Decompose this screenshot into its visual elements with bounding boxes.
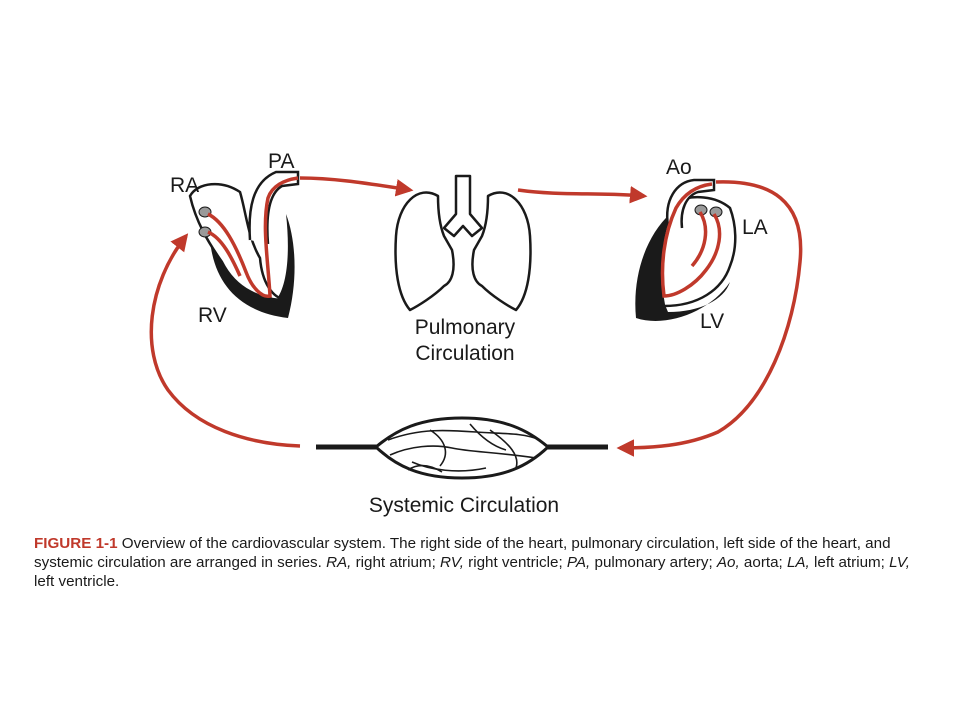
left-heart-icon (635, 178, 737, 321)
abbr-la: LA, (786, 554, 810, 571)
flow-arrow-ao-to-systemic (616, 180, 803, 457)
label-ra: RA (170, 174, 199, 197)
label-pulmonary-line2: Circulation (415, 342, 514, 365)
figure-number: FIGURE 1-1 (34, 535, 118, 552)
label-la: LA (742, 216, 768, 239)
label-pa: PA (268, 150, 294, 173)
def-pa: pulmonary artery; (590, 554, 717, 571)
caption-text: Overview of the cardiovascular system. T… (34, 535, 891, 571)
label-ao: Ao (666, 156, 692, 179)
capillary-bed-icon (316, 416, 608, 480)
def-ao: aorta; (739, 554, 787, 571)
flow-arrows (149, 176, 803, 457)
def-lv: left ventricle. (34, 573, 120, 590)
flow-arrow-lungs-to-la (517, 186, 648, 204)
abbr-pa: PA, (566, 554, 591, 571)
flow-arrow-systemic-to-ra (149, 233, 301, 448)
label-rv: RV (198, 304, 227, 327)
def-la: left atrium; (809, 554, 890, 571)
label-lv: LV (700, 310, 724, 333)
abbr-ao: Ao, (716, 554, 740, 571)
flow-arrow-pa-to-lungs (299, 176, 414, 197)
abbr-lv: LV, (889, 554, 910, 571)
def-ra: right atrium; (351, 554, 441, 571)
lungs-icon (394, 174, 532, 312)
right-heart-icon (188, 170, 300, 318)
label-systemic-circulation: Systemic Circulation (369, 494, 559, 517)
abbr-rv: RV, (440, 554, 464, 571)
abbr-ra: RA, (326, 554, 352, 571)
def-rv: right ventricle; (463, 554, 567, 571)
figure-caption: FIGURE 1-1 Overview of the cardiovascula… (34, 534, 934, 591)
label-pulmonary-line1: Pulmonary (415, 316, 516, 339)
